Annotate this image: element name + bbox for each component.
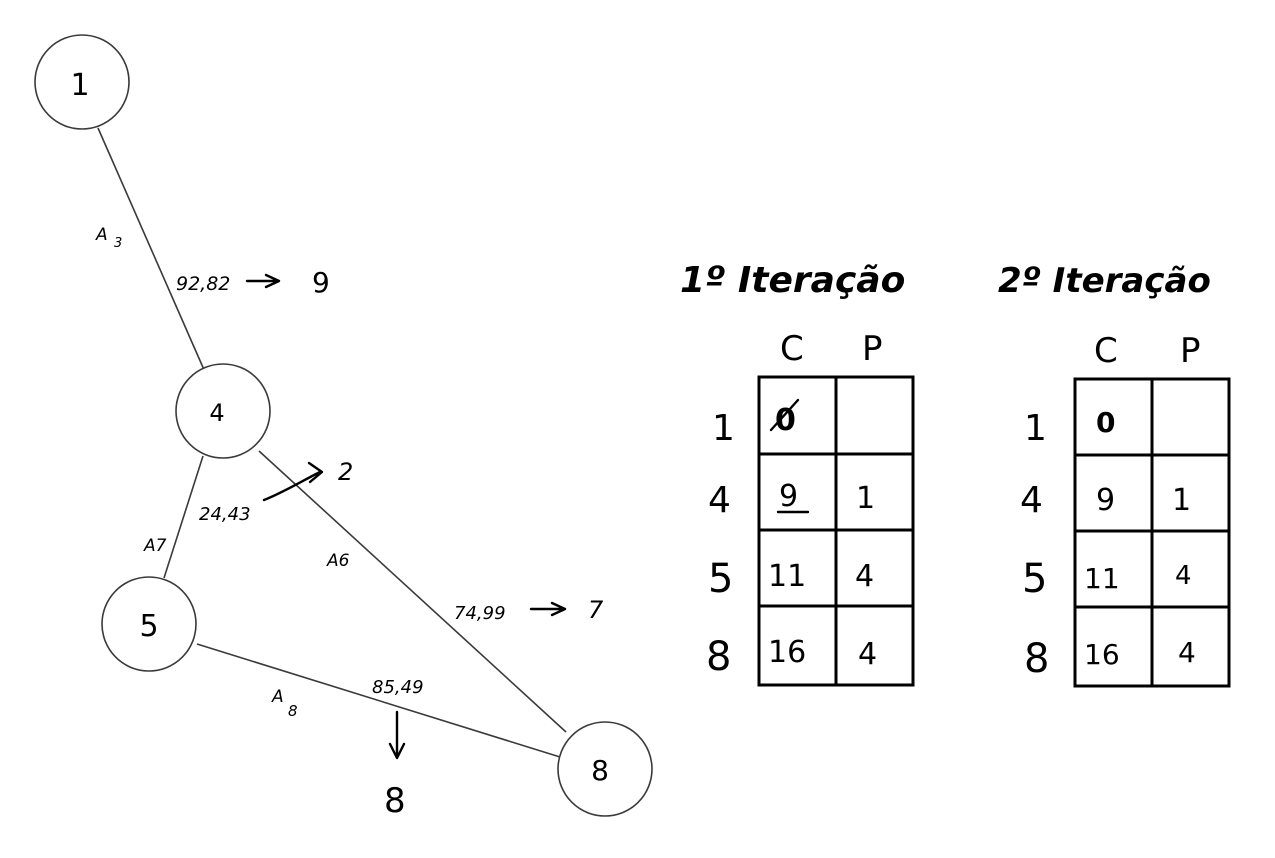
- svg-text:A: A: [95, 225, 108, 245]
- table-title: 2º Iteração: [998, 261, 1211, 301]
- curved-arrow-icon: [262, 461, 324, 502]
- edge-4-8: [258, 450, 567, 733]
- node-5: 5: [101, 576, 197, 672]
- iteration-table-2: 2º Iteração C P 1 4 5 8 0 9 11 16 1 4 4: [998, 261, 1231, 688]
- row-label: 1: [712, 408, 735, 449]
- table-cell-c: 16: [768, 635, 806, 670]
- table-cell-p: 1: [1172, 483, 1191, 518]
- edge-1-4-name: A 3: [95, 225, 122, 251]
- edge-1-4-weight: 9: [312, 266, 330, 299]
- edge-5-8-length: 85,49: [372, 677, 424, 698]
- row-label: 8: [1024, 636, 1049, 682]
- table-cell-c: 9: [1096, 483, 1115, 518]
- arrow-right-icon: [245, 273, 281, 289]
- edge-1-4: [97, 127, 206, 373]
- row-label: 5: [708, 556, 733, 602]
- edge-4-5-name: A7: [143, 536, 167, 556]
- edge-1-4-length: 92,82: [176, 273, 230, 295]
- iteration-table-1: 1º Iteração C P 1 4 5 8 0 9 11 16 1 4 4: [680, 260, 915, 687]
- edge-4-8-length: 74,99: [454, 603, 506, 624]
- edge-5-8-weight: 8: [384, 781, 406, 821]
- table-cell-p: 1: [856, 481, 875, 516]
- column-header-c: C: [1094, 331, 1118, 371]
- table-cell-c: 11: [1084, 562, 1120, 595]
- node-label: 8: [591, 754, 609, 787]
- table-title: 1º Iteração: [680, 260, 905, 301]
- svg-text:0: 0: [775, 403, 796, 438]
- table-cell-p: 4: [858, 637, 877, 672]
- row-label: 1: [1024, 408, 1047, 449]
- edge-4-5-weight: 2: [338, 458, 353, 486]
- node-1: 1: [34, 34, 130, 130]
- row-label: 5: [1022, 556, 1047, 602]
- row-label: 4: [708, 480, 731, 521]
- table-cell-c: 16: [1084, 638, 1120, 671]
- row-label: 4: [1020, 480, 1043, 521]
- table-cell-c: 0: [1096, 406, 1115, 439]
- node-label: 4: [209, 399, 224, 427]
- edge-4-5: [163, 455, 204, 579]
- strike-mark: [769, 398, 800, 432]
- edge-4-8-weight: 7: [588, 596, 604, 624]
- node-8: 8: [557, 721, 653, 817]
- table-cell-p: 4: [1175, 561, 1192, 591]
- column-header-p: P: [1180, 331, 1201, 371]
- node-label: 1: [70, 68, 89, 103]
- arrow-right-icon: [529, 601, 567, 617]
- svg-text:9: 9: [779, 479, 798, 514]
- column-header-p: P: [862, 329, 883, 369]
- edge-5-8: [196, 643, 561, 758]
- table-cell-p: 4: [855, 559, 874, 594]
- node-4: 4: [175, 363, 271, 459]
- row-label: 8: [706, 634, 731, 680]
- edge-5-8-name: A 8: [271, 687, 298, 720]
- table-cell-c: 11: [768, 559, 806, 594]
- arrow-down-icon: [388, 710, 406, 760]
- table-cell-c: 0: [769, 398, 800, 438]
- table-cell-p: 4: [1178, 636, 1196, 669]
- node-label: 5: [139, 609, 158, 644]
- table-cell-c: 9: [776, 479, 810, 514]
- column-header-c: C: [780, 329, 804, 369]
- svg-text:3: 3: [114, 236, 122, 251]
- svg-text:A: A: [271, 687, 284, 707]
- edge-4-5-length: 24,43: [199, 504, 251, 525]
- svg-text:8: 8: [288, 702, 298, 720]
- edge-4-8-name: A6: [326, 551, 350, 571]
